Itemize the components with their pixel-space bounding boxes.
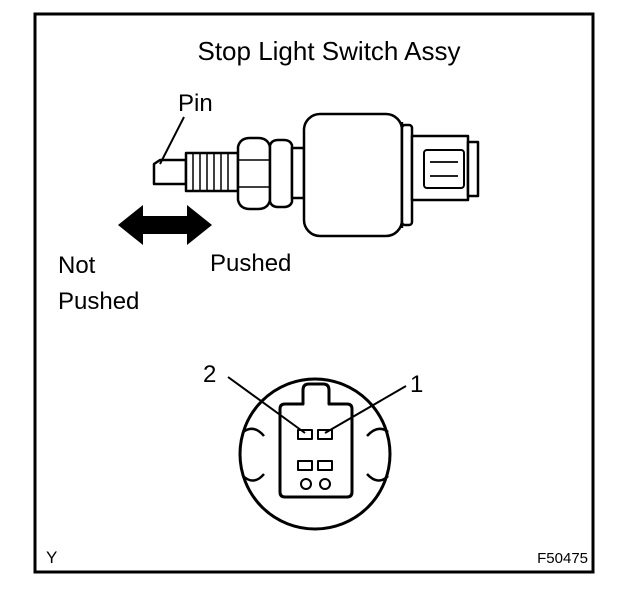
lock-nut: [236, 136, 272, 211]
terminal-1-leader: [324, 385, 407, 434]
lock-nut-2: [268, 138, 294, 209]
connector-lock: [466, 140, 480, 198]
pushed-label: Pushed: [210, 250, 291, 277]
terminal-lower-left: [297, 460, 313, 471]
terminal-1: [317, 429, 333, 440]
terminal-lower-right: [317, 460, 333, 471]
terminal-1-number: 1: [410, 371, 423, 398]
terminal-2-number: 2: [203, 361, 216, 388]
pin-hole-left: [300, 478, 312, 490]
pin-leader-line: [159, 116, 185, 165]
not-pushed-label-line2: Pushed: [58, 288, 139, 315]
corner-code-left: Y: [46, 548, 57, 567]
shaft-threads: [192, 153, 229, 191]
pin-hole-right: [319, 478, 331, 490]
connector-latch: [423, 149, 465, 189]
threaded-shaft: [184, 151, 240, 193]
figure-code: F50475: [537, 550, 588, 567]
switch-assembly: [152, 112, 480, 238]
not-pushed-label-line1: Not: [58, 252, 96, 279]
terminal-2: [297, 429, 313, 440]
switch-body: [302, 112, 404, 238]
double-arrow-icon: [118, 205, 212, 245]
switch-neck: [290, 146, 306, 200]
body-flange: [400, 123, 414, 227]
diagram-title: Stop Light Switch Assy: [197, 36, 460, 66]
terminal-2-leader: [227, 376, 306, 434]
pin-label: Pin: [178, 90, 213, 117]
pin-tip: [152, 158, 188, 186]
